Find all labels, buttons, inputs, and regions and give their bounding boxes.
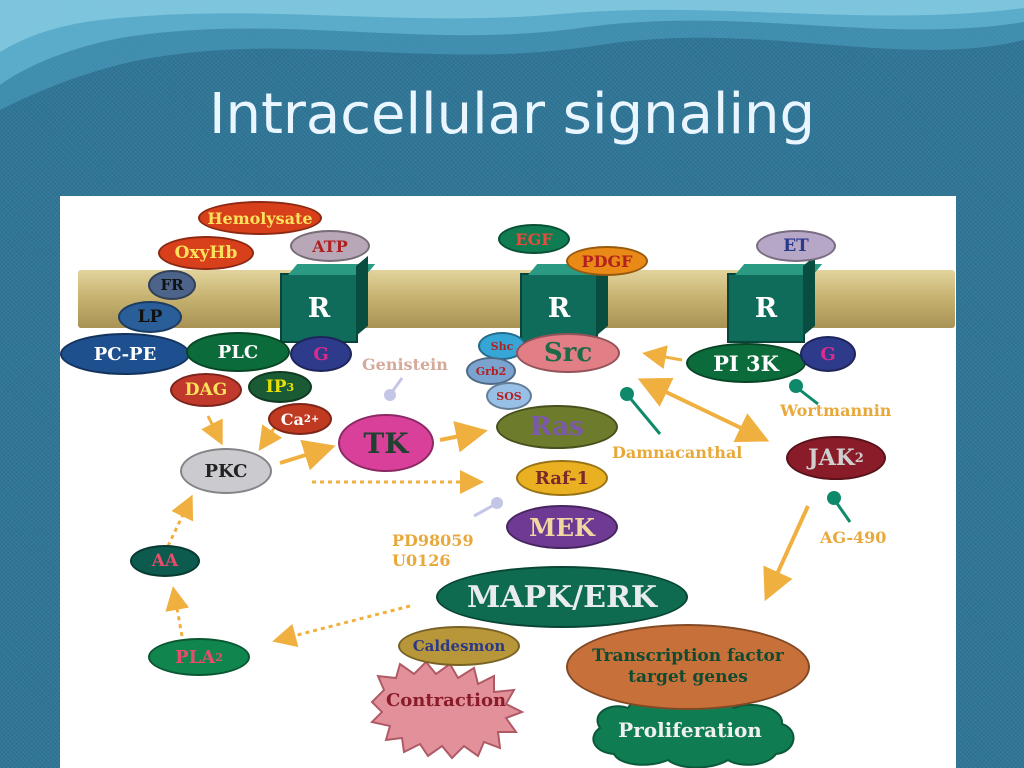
sos-node: SOS <box>486 382 532 410</box>
pd98059-label: PD98059 <box>392 531 474 550</box>
arrow-pla-aa <box>165 586 190 637</box>
arrow-mapk-pla <box>272 604 411 648</box>
jak2-label: JAK <box>808 445 855 471</box>
egf-node: EGF <box>498 224 570 254</box>
tk-node: TK <box>338 414 434 472</box>
slide-title: Intracellular signaling <box>208 82 816 147</box>
oxyhb-node: OxyHb <box>158 236 254 270</box>
wortmannin-inhibitor-head <box>789 379 803 393</box>
wortmannin-label: Wortmannin <box>780 401 892 420</box>
dag-node: DAG <box>170 373 242 407</box>
damnacanthal-inhibitor-head <box>620 387 634 401</box>
grb2-node: Grb2 <box>466 357 516 385</box>
ag490-label: AG-490 <box>820 528 887 547</box>
damnacanthal-inhibitor-stem <box>628 397 662 435</box>
wortmannin-inhibitor-stem <box>799 388 819 406</box>
pd98059-inhibitor-head <box>491 497 503 509</box>
g-protein-node-2: G <box>800 336 856 372</box>
ag490-inhibitor-head <box>827 491 841 505</box>
ip3-subscript: 3 <box>286 380 295 394</box>
pkc-node: PKC <box>180 448 272 494</box>
receptor-1-label: R <box>307 292 331 324</box>
calcium-label: Ca <box>280 409 304 429</box>
calcium-superscript: 2+ <box>303 413 320 425</box>
contraction-burst <box>370 660 525 760</box>
ras-node: Ras <box>496 405 618 449</box>
arrow-dag-pkc <box>201 415 223 446</box>
hemolysate-node: Hemolysate <box>198 201 322 235</box>
g-protein-node-1: G <box>290 336 352 372</box>
fr-node: FR <box>148 270 196 300</box>
caldesmon-node: Caldesmon <box>398 626 520 666</box>
transcription-node: Transcription factor target genes <box>566 624 810 710</box>
plc-node: PLC <box>186 332 290 372</box>
arrow-pi3k-src <box>642 345 683 369</box>
receptor-2-label: R <box>547 292 571 324</box>
arrow-pkc-tk <box>279 439 336 471</box>
receptor-3-label: R <box>754 292 778 324</box>
pdgf-node: PDGF <box>566 246 648 276</box>
mek-node: MEK <box>506 505 618 549</box>
arrow-jak-transcription <box>763 505 810 602</box>
lp-node: LP <box>118 301 182 333</box>
mapk-erk-node: MAPK/ERK <box>436 566 688 628</box>
arrow-aa-pkc <box>166 494 194 547</box>
arrow-jak-src <box>637 377 770 443</box>
arrow-tk-ras <box>439 421 488 453</box>
transcription-line-2: target genes <box>628 667 748 687</box>
receptor-2: R <box>520 273 598 343</box>
header-wave-decoration <box>0 0 1024 110</box>
genistein-inhibitor-stem <box>390 377 404 393</box>
pla2-subscript: 2 <box>215 650 223 664</box>
receptor-3: R <box>727 273 805 343</box>
ag490-inhibitor-stem <box>834 501 852 523</box>
proliferation-label: Proliferation <box>618 718 762 742</box>
pd98059-inhibitor-stem <box>473 503 495 518</box>
genistein-inhibitor-head <box>384 389 396 401</box>
arrow-ca-pkc <box>258 424 283 451</box>
damnacanthal-label: Damnacanthal <box>612 443 743 462</box>
genistein-label: Genistein <box>362 355 448 374</box>
pla2-label: PLA <box>175 646 216 668</box>
atp-node: ATP <box>290 230 370 262</box>
et-node: ET <box>756 230 836 262</box>
aa-node: AA <box>130 545 200 577</box>
contraction-label: Contraction <box>385 690 507 711</box>
src-node: Src <box>516 333 620 373</box>
raf1-node: Raf-1 <box>516 460 608 496</box>
ip3-label: IP <box>265 377 287 397</box>
pc-pe-node: PC-PE <box>60 333 190 375</box>
u0126-label: U0126 <box>392 551 451 570</box>
pi3k-node: PI 3K <box>686 343 806 383</box>
jak2-subscript: 2 <box>854 450 864 466</box>
transcription-line-1: Transcription factor <box>592 645 784 666</box>
